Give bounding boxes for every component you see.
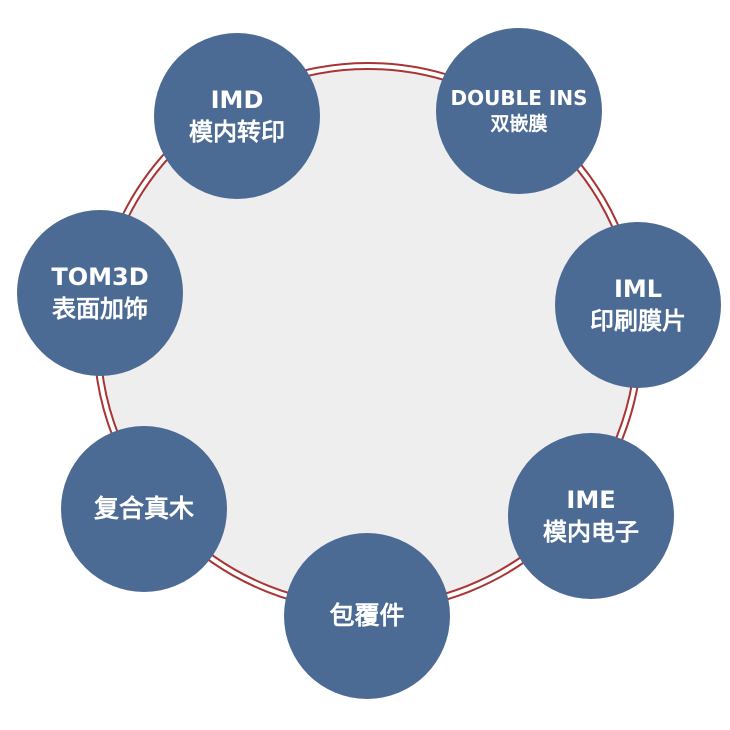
node-imd-subtitle: 模内转印 [189,118,285,146]
node-iml: IML 印刷膜片 [555,222,721,388]
node-iml-subtitle: 印刷膜片 [590,307,686,335]
node-ime: IME 模内电子 [508,433,674,599]
node-double-ins: DOUBLE INS 双嵌膜 [436,28,602,194]
node-ime-title: IME [566,486,616,514]
node-fu-he-zhen-mu: 复合真木 [61,426,227,592]
node-tom3d-title: TOM3D [51,263,149,291]
node-bao-fu-jian-title: 包覆件 [329,601,405,630]
node-ime-subtitle: 模内电子 [543,518,639,546]
node-double-ins-title: DOUBLE INS [450,86,588,110]
node-tom3d-subtitle: 表面加饰 [52,295,148,323]
node-imd-title: IMD [210,86,264,114]
node-double-ins-subtitle: 双嵌膜 [490,113,548,135]
node-iml-title: IML [613,275,663,303]
node-bao-fu-jian: 包覆件 [284,533,450,699]
node-fu-he-zhen-mu-title: 复合真木 [93,494,194,523]
node-tom3d: TOM3D 表面加饰 [17,210,183,376]
node-imd: IMD 模内转印 [154,33,320,199]
